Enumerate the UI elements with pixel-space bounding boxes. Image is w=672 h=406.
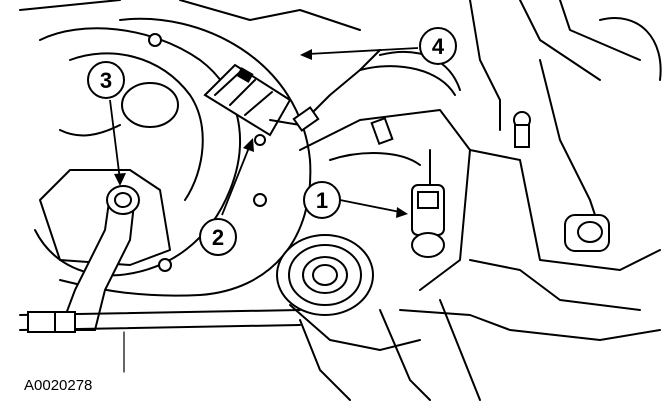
callout-2: 2 — [199, 218, 237, 256]
crankshaft-sensor-connector — [203, 49, 381, 137]
callout-label-4: 4 — [432, 34, 445, 59]
callout-3: 3 — [87, 61, 125, 99]
callout-arrows — [109, 47, 419, 218]
shift-lever — [19, 185, 301, 333]
camshaft-sensor — [411, 149, 445, 258]
engine-illustration — [19, 0, 662, 401]
crank-pulley — [276, 234, 374, 316]
callout-4: 4 — [419, 27, 457, 65]
callout-label-3: 3 — [100, 68, 112, 93]
figure-id: A0020278 — [24, 377, 92, 394]
callout-label-2: 2 — [212, 225, 224, 250]
callout-1: 1 — [303, 181, 341, 219]
callout-label-1: 1 — [316, 188, 328, 213]
